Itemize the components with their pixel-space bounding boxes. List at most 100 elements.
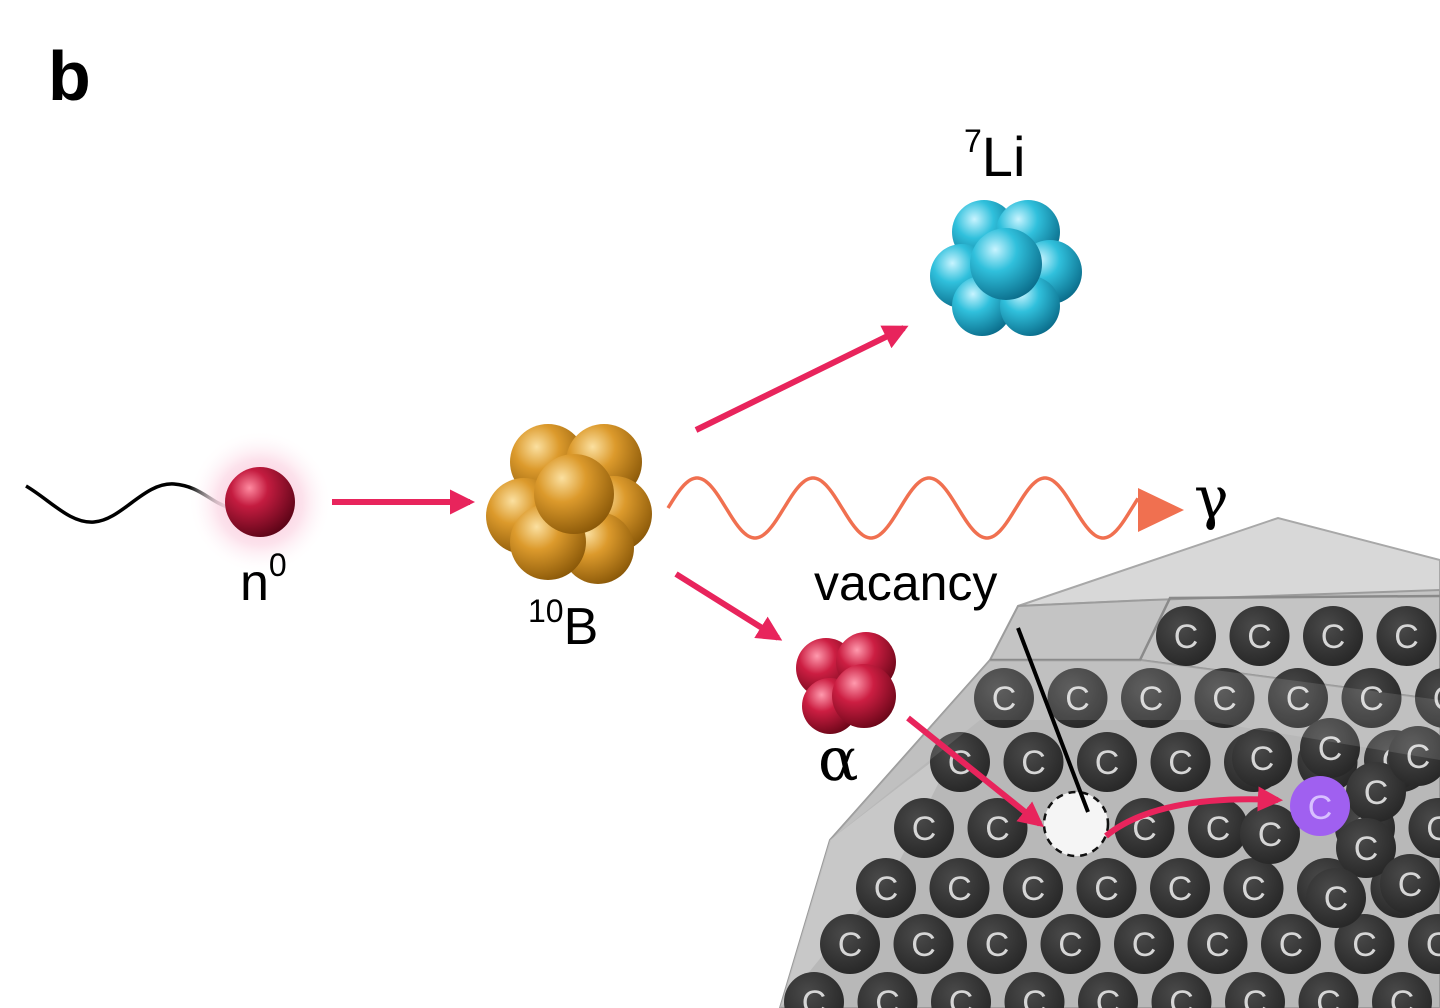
panel-label: b	[48, 37, 91, 115]
vacancy-site	[1042, 790, 1110, 858]
boron-10-nucleus	[486, 424, 652, 584]
carbon-atom-label: C	[1426, 810, 1440, 848]
carbon-atom-label: C	[1241, 870, 1266, 908]
gamma-label: γ	[1194, 464, 1229, 532]
carbon-atom: C	[1380, 854, 1440, 914]
carbon-atom-label: C	[875, 984, 900, 1008]
carbon-atom: C	[1229, 606, 1290, 666]
carbon-atom: C	[1003, 732, 1064, 792]
carbon-atom: C	[893, 914, 954, 974]
lithium-label: 7Li	[964, 123, 1025, 188]
carbon-atom: C	[1156, 606, 1216, 666]
neutron-particle	[225, 467, 295, 537]
carbon-atom-label: C	[1352, 926, 1377, 964]
carbon-atom-label: C	[1243, 984, 1268, 1008]
carbon-atom-label: C	[1021, 744, 1046, 782]
carbon-atom: C	[1114, 914, 1174, 974]
carbon-atom: C	[1225, 972, 1285, 1008]
carbon-atom-label: C	[1324, 880, 1349, 918]
carbon-atom-label: C	[1321, 618, 1346, 656]
arrow-alpha-to-vacancy	[906, 715, 1044, 828]
carbon-atom-label: C	[1286, 680, 1311, 718]
carbon-atom-label: C	[1094, 870, 1119, 908]
carbon-atom: C	[856, 858, 916, 918]
carbon-atom-label: C	[1316, 984, 1341, 1008]
carbon-atom: C	[1150, 858, 1210, 918]
carbon-atom-label: C	[1433, 680, 1440, 718]
arrow-boron-to-alpha	[674, 571, 783, 641]
carbon-atom: C	[1047, 668, 1108, 728]
carbon-atom-label: C	[1022, 984, 1047, 1008]
carbon-atom: C	[857, 972, 918, 1008]
carbon-atom-label: C	[1318, 730, 1343, 768]
displaced-carbon-atom: C	[1290, 776, 1350, 836]
carbon-atom-label: C	[1065, 680, 1090, 718]
carbon-atom-label: C	[1258, 816, 1283, 854]
carbon-atom-label: C	[1390, 984, 1415, 1008]
carbon-atom-label: C	[1169, 984, 1194, 1008]
carbon-atom: C	[784, 972, 844, 1008]
carbon-atom: C	[1150, 732, 1211, 792]
carbon-atom-label: C	[992, 680, 1017, 718]
carbon-atom-label: C	[1279, 926, 1304, 964]
carbon-atom: C	[1004, 972, 1065, 1008]
carbon-atom: C	[1261, 914, 1321, 974]
carbon-atom: C	[1306, 868, 1366, 928]
carbon-atom-label: C	[1250, 740, 1275, 778]
gamma-arrowhead	[1138, 488, 1184, 532]
carbon-atom: C	[1336, 818, 1396, 878]
carbon-atom: C	[1232, 728, 1292, 788]
arrow-vacancy-to-interstitial	[1104, 786, 1284, 839]
carbon-atom-label: C	[1406, 738, 1431, 776]
carbon-atom: C	[820, 914, 880, 974]
gamma-ray-wave	[666, 476, 1140, 540]
carbon-atom: C	[1078, 972, 1138, 1008]
carbon-atom: C	[1194, 668, 1255, 728]
vacancy-label: vacancy	[814, 555, 997, 611]
alpha-particle	[796, 632, 896, 734]
carbon-atom: C	[1003, 858, 1063, 918]
carbon-atom: C	[1408, 914, 1440, 974]
boron-label: 10B	[528, 593, 598, 656]
carbon-atom: C	[1240, 804, 1300, 864]
carbon-atom: C	[1376, 606, 1437, 666]
carbon-atom-label: C	[1206, 810, 1231, 848]
carbon-atom: C	[1346, 762, 1406, 822]
carbon-atom-label: C	[1058, 926, 1083, 964]
carbon-atom-label: C	[1212, 680, 1237, 718]
carbon-atom: C	[967, 798, 1028, 858]
carbon-atom-label: C	[802, 984, 827, 1008]
carbon-atom: C	[1121, 668, 1181, 728]
crystal-outline	[990, 594, 1440, 662]
carbon-atom: C	[1187, 914, 1248, 974]
carbon-atom-label: C	[1139, 680, 1164, 718]
carbon-atom: C	[1268, 668, 1328, 728]
carbon-atom-label: C	[911, 926, 936, 964]
carbon-atom: C	[1388, 726, 1440, 786]
carbon-atom-label: C	[1168, 744, 1193, 782]
carbon-atom-label: C	[985, 810, 1010, 848]
carbon-atom: C	[1298, 972, 1359, 1008]
carbon-atom: C	[894, 798, 954, 858]
carbon-atom-label: C	[947, 870, 972, 908]
carbon-atom-label: C	[1132, 926, 1157, 964]
vacancy-pointer-line	[1016, 627, 1090, 813]
carbon-atom-label: C	[1359, 680, 1384, 718]
carbon-atom-label: C	[838, 926, 863, 964]
carbon-atom: C	[1188, 798, 1248, 858]
carbon-atom: C	[1303, 606, 1363, 666]
displaced-carbon-label: C	[1308, 789, 1333, 827]
carbon-atom: C	[1114, 798, 1175, 858]
carbon-atom: C	[1077, 732, 1137, 792]
carbon-atom: C	[1300, 718, 1360, 778]
carbon-atom: C	[1372, 972, 1432, 1008]
carbon-atom-label: C	[1095, 744, 1120, 782]
carbon-atom: C	[1415, 668, 1440, 728]
carbon-atom-label: C	[1247, 618, 1272, 656]
carbon-atom-label: C	[1168, 870, 1193, 908]
carbon-atom-label: C	[1364, 774, 1389, 812]
carbon-atom: C	[1040, 914, 1101, 974]
neutron-label: n0	[240, 547, 287, 612]
crystal-glass-overlay	[830, 660, 1440, 840]
carbon-atom: C	[1076, 858, 1137, 918]
